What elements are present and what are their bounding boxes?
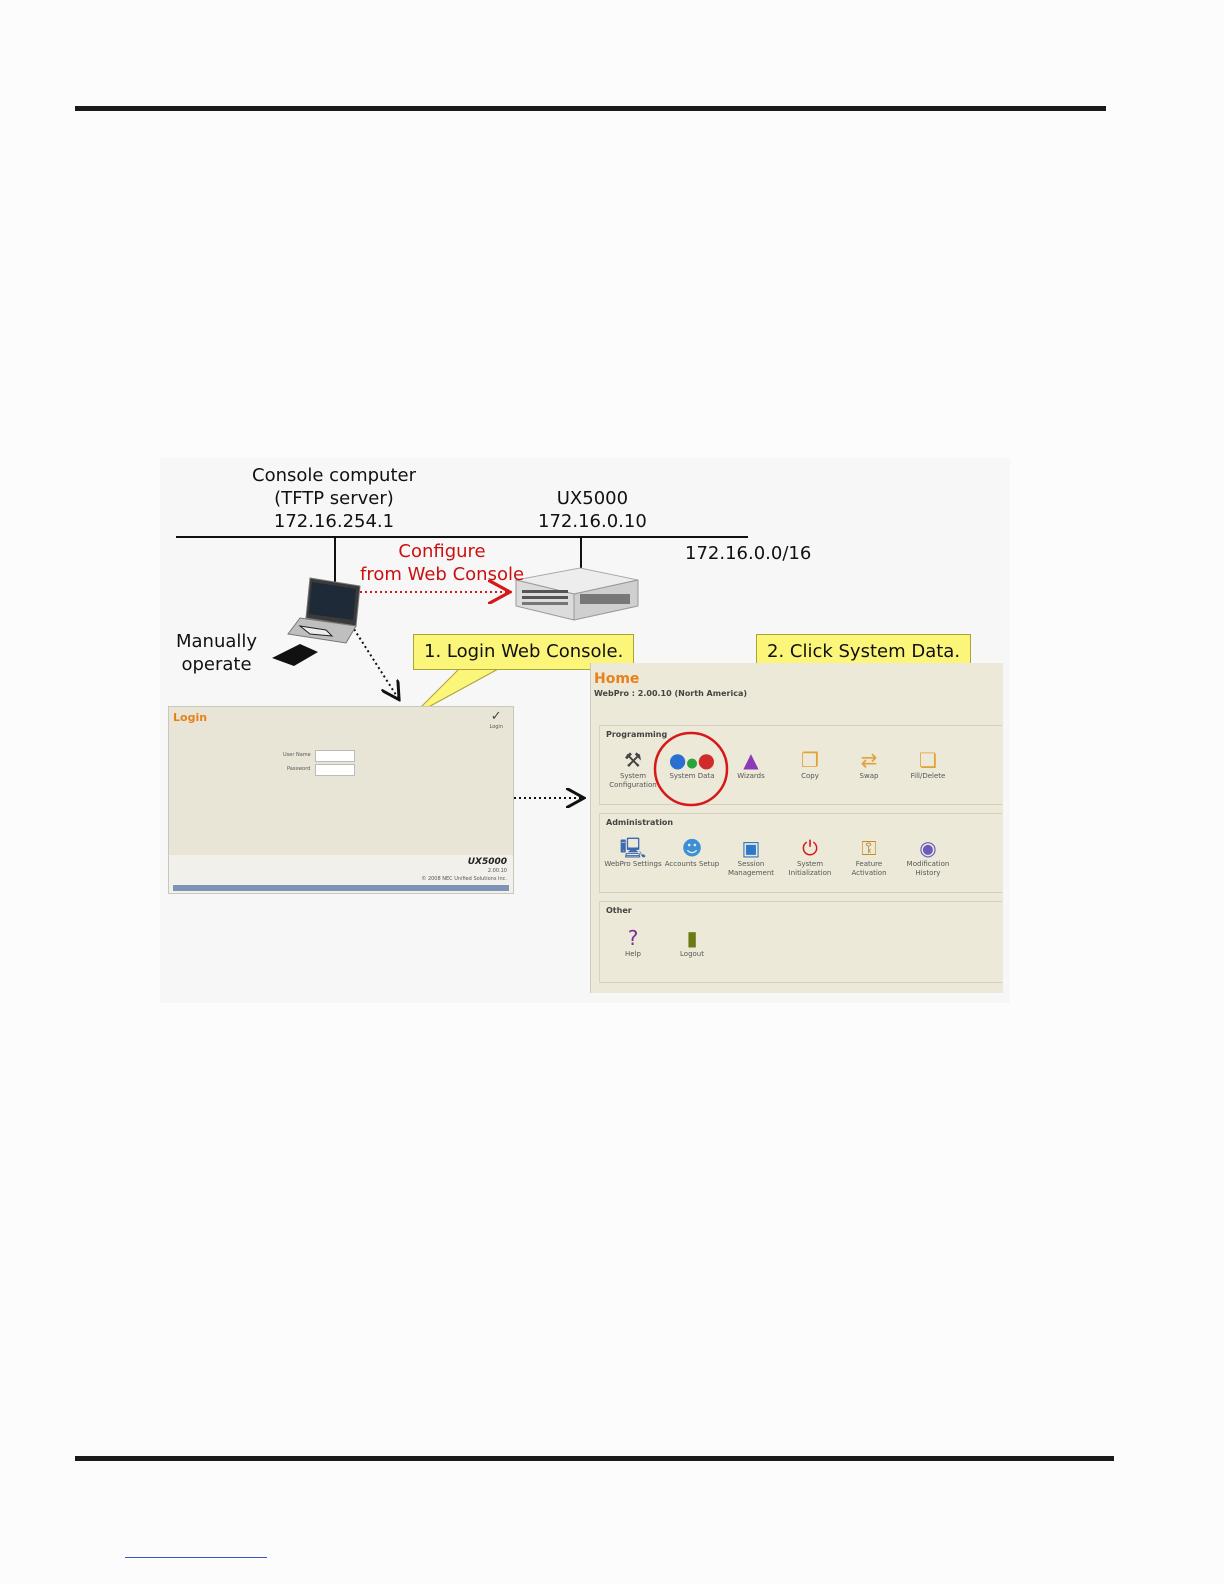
- power-icon: ⏻: [802, 836, 818, 860]
- copy-item[interactable]: ❐ Copy: [781, 748, 839, 781]
- door-icon: ▮: [686, 926, 698, 950]
- copy-icon: ❐: [801, 748, 819, 772]
- password-input[interactable]: [315, 764, 355, 776]
- configure-label: Configure from Web Console: [360, 541, 525, 585]
- login-copyright: © 2008 NEC Unified Solutions Inc.: [421, 876, 507, 882]
- system-configuration-item[interactable]: ⚒ System Configuration: [604, 748, 662, 790]
- accounts-setup-item[interactable]: ☻ Accounts Setup: [664, 836, 720, 868]
- fill-delete-icon: ❏: [919, 748, 937, 772]
- feature-activation-item[interactable]: ⚿ Feature Activation: [840, 836, 898, 878]
- programming-title: Programming: [606, 730, 668, 739]
- swap-item[interactable]: ⇄ Swap: [840, 748, 898, 781]
- login-title: Login: [173, 711, 208, 724]
- history-icon: ◉: [919, 836, 937, 860]
- users-icon: ☻: [681, 836, 703, 860]
- top-rule: [75, 106, 1106, 111]
- bottom-rule: [75, 1456, 1114, 1461]
- session-management-item[interactable]: ▣ Session Management: [722, 836, 780, 878]
- swap-icon: ⇄: [860, 748, 878, 772]
- home-subtitle: WebPro : 2.00.10 (North America): [594, 689, 747, 698]
- system-data-icon: ●●●: [668, 748, 716, 772]
- laptop-icon: [272, 577, 361, 666]
- tools-icon: ⚒: [624, 748, 642, 772]
- footer-link-underline[interactable]: [125, 1557, 267, 1558]
- computer-icon: 🖳: [619, 836, 647, 860]
- network-figure: Console computer (TFTP server) 172.16.25…: [160, 458, 1010, 1003]
- login-button[interactable]: ✓ Login: [489, 709, 504, 730]
- webpro-settings-item[interactable]: 🖳 WebPro Settings: [604, 836, 662, 868]
- username-input[interactable]: [315, 750, 355, 762]
- modification-history-item[interactable]: ◉ Modification History: [899, 836, 957, 878]
- login-status-bar: [173, 885, 509, 891]
- password-label: Password: [287, 766, 311, 772]
- programming-group: Programming ⚒ System Configuration ●●● S…: [599, 725, 1002, 805]
- checkmark-icon: ✓: [490, 709, 502, 724]
- ux5000-label: UX5000 172.16.0.10: [538, 488, 647, 532]
- login-brand: UX5000: [467, 857, 507, 867]
- system-initialization-item[interactable]: ⏻ System Initialization: [781, 836, 839, 878]
- callout-login: 1. Login Web Console.: [413, 634, 635, 670]
- system-data-item[interactable]: ●●● System Data: [663, 748, 721, 781]
- wizards-item[interactable]: ▲ Wizards: [722, 748, 780, 781]
- system-data-highlight-circle: [653, 731, 729, 807]
- administration-group: Administration 🖳 WebPro Settings ☻ Accou…: [599, 813, 1002, 893]
- help-icon: ?: [627, 926, 639, 950]
- help-item[interactable]: ? Help: [604, 926, 662, 959]
- subnet-label: 172.16.0.0/16: [685, 543, 812, 564]
- manual-operate-label: Manually operate: [176, 631, 258, 675]
- key-icon: ⚿: [861, 836, 877, 860]
- home-title: Home: [594, 671, 640, 687]
- logout-item[interactable]: ▮ Logout: [663, 926, 721, 959]
- operate-arrow: [337, 603, 398, 698]
- login-version: 2.00.10: [487, 868, 507, 874]
- ux5000-device-icon: [515, 567, 639, 621]
- console-computer-label: Console computer (TFTP server) 172.16.25…: [252, 465, 416, 532]
- wizard-hat-icon: ▲: [743, 748, 759, 772]
- other-title: Other: [606, 906, 632, 915]
- login-window: Login ✓ Login User Name Password UX5000 …: [168, 706, 514, 894]
- administration-title: Administration: [606, 818, 674, 827]
- username-label: User Name: [283, 752, 311, 758]
- home-window: Home WebPro : 2.00.10 (North America) Pr…: [590, 663, 1003, 993]
- session-window-icon: ▣: [741, 836, 761, 860]
- other-group: Other ? Help ▮ Logout: [599, 901, 1002, 983]
- fill-delete-item[interactable]: ❏ Fill/Delete: [899, 748, 957, 781]
- login-footer: UX5000 2.00.10 © 2008 NEC Unified Soluti…: [169, 855, 513, 893]
